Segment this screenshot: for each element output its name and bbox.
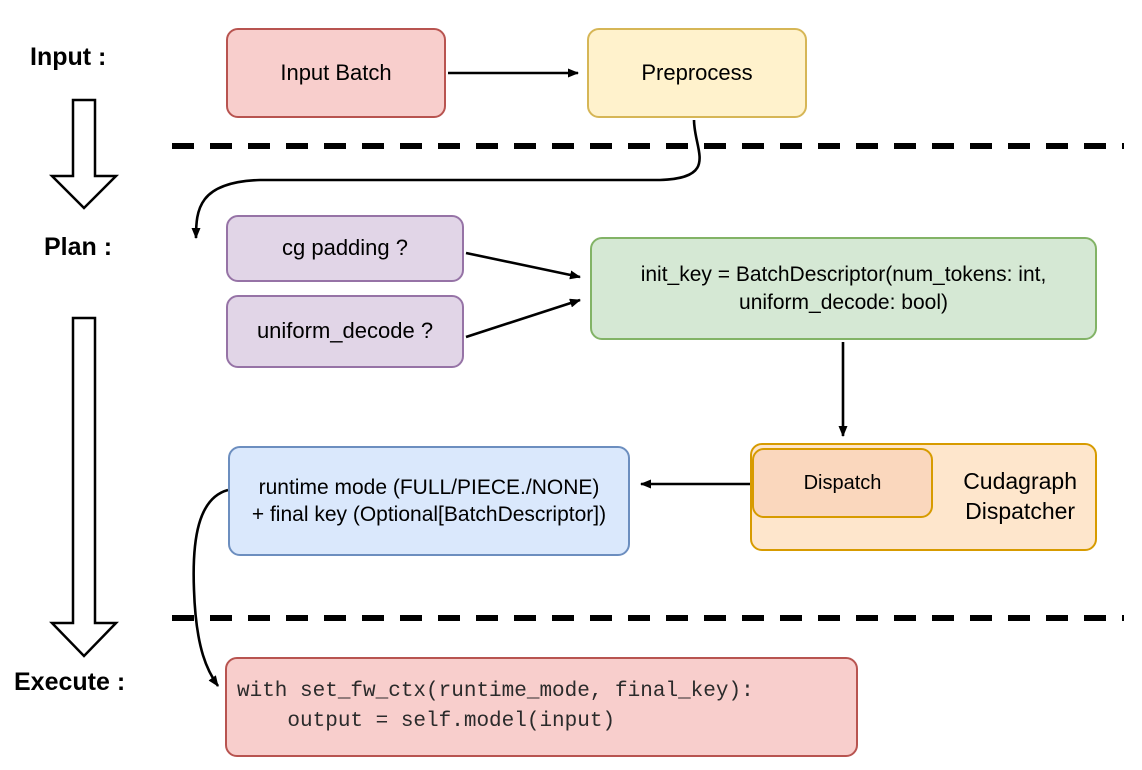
edge-cg-padding-to-init-key bbox=[465, 251, 581, 280]
edge-uniform-decode-to-init-key bbox=[465, 298, 581, 339]
node-cg-padding[interactable]: cg padding ? bbox=[226, 215, 464, 282]
node-uniform-decode[interactable]: uniform_decode ? bbox=[226, 295, 464, 368]
node-execute-code[interactable]: with set_fw_ctx(runtime_mode, final_key)… bbox=[225, 657, 858, 757]
node-preprocess[interactable]: Preprocess bbox=[587, 28, 807, 118]
stage-label-execute: Execute : bbox=[14, 668, 126, 696]
edge-runtime-mode-to-execute-code bbox=[192, 488, 229, 687]
node-dispatch[interactable]: Dispatch bbox=[752, 448, 933, 518]
stage-label-plan: Plan : bbox=[44, 233, 113, 261]
node-init-key-label: init_key = BatchDescriptor(num_tokens: i… bbox=[640, 263, 1047, 314]
plan-to-execute-arrow bbox=[49, 316, 119, 658]
node-preprocess-label: Preprocess bbox=[641, 59, 753, 85]
node-runtime-mode-label: runtime mode (FULL/PIECE./NONE) + final … bbox=[251, 475, 607, 526]
node-execute-code-label: with set_fw_ctx(runtime_mode, final_key)… bbox=[237, 680, 754, 733]
stage-label-input: Input : bbox=[30, 43, 107, 71]
node-dispatch-label: Dispatch bbox=[803, 472, 882, 494]
input-to-plan-arrow bbox=[48, 98, 120, 210]
node-uniform-decode-label: uniform_decode ? bbox=[256, 318, 434, 344]
node-runtime-mode[interactable]: runtime mode (FULL/PIECE./NONE) + final … bbox=[228, 446, 630, 556]
node-cudagraph-dispatcher-label: Cudagraph Dispatcher bbox=[963, 468, 1077, 524]
node-input-batch[interactable]: Input Batch bbox=[226, 28, 446, 118]
node-init-key[interactable]: init_key = BatchDescriptor(num_tokens: i… bbox=[590, 237, 1097, 340]
node-input-batch-label: Input Batch bbox=[280, 59, 392, 85]
node-cg-padding-label: cg padding ? bbox=[282, 235, 408, 261]
